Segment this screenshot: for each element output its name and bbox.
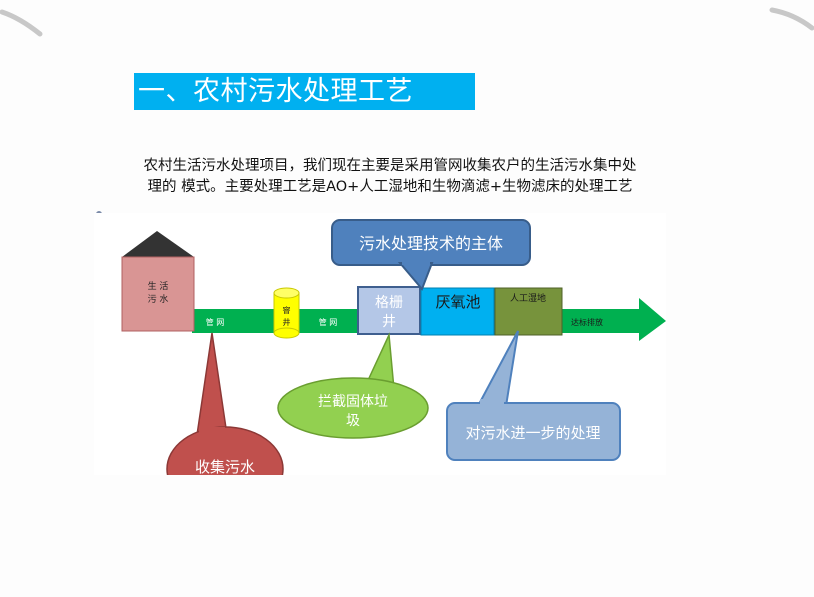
callout-collect-text: 收集污水 [195,458,255,475]
process-diagram-svg: 生 活 污 水 管 网 管 网 窨 井 格栅 井 厌氧池 人工湿地 达标排放 [121,219,666,475]
callout-collect-sewage [166,332,284,475]
house-body [121,256,195,332]
title-banner: 一、农村污水处理工艺 [134,73,475,110]
corner-decoration-left [0,9,43,37]
manhole-well-label-1: 窨 [283,305,291,315]
callout-screen-text-2: 圾 [346,413,360,429]
grid-well-box [357,286,421,335]
callout-screen-waste [277,332,429,439]
callout-screen-text-1: 拦截固体垃 [318,394,388,410]
pipe-label-1: 管 网 [206,317,225,327]
callout-further-text: 对污水进一步的处理 [465,424,600,442]
corner-decoration-right [769,7,814,31]
house-label-2: 污 水 [148,293,169,305]
house-roof [122,231,194,257]
manhole-well-label-2: 井 [283,317,291,327]
discharge-label: 达标排放 [571,317,603,327]
callout-further-treatment [446,330,621,461]
house-label-1: 生 活 [148,280,169,292]
description-line-2: 理的 模式。主要处理工艺是AO+人工湿地和生物滴滤+生物滤床的处理工艺 [147,179,633,195]
page-title: 一、农村污水处理工艺 [138,76,413,107]
manhole-well [273,287,300,339]
grid-well-label-1: 格栅 [375,295,403,311]
anaerobic-pool-label: 厌氧池 [435,293,480,311]
pipe-label-2: 管 网 [319,317,338,327]
callout-core-technology [331,219,531,291]
process-diagram: 生 活 污 水 管 网 管 网 窨 井 格栅 井 厌氧池 人工湿地 达标排放 [94,213,666,475]
wetland-label: 人工湿地 [510,292,546,304]
description-line-1: 农村生活污水处理项目，我们现在主要是采用管网收集农户的生活污水集中处 [143,158,637,174]
anaerobic-pool-box [420,287,495,336]
description-text: 农村生活污水处理项目，我们现在主要是采用管网收集农户的生活污水集中处 理的 模式… [102,156,678,198]
callout-core-text: 污水处理技术的主体 [359,234,503,253]
wetland-box [494,287,563,336]
grid-well-label-2: 井 [382,314,396,330]
